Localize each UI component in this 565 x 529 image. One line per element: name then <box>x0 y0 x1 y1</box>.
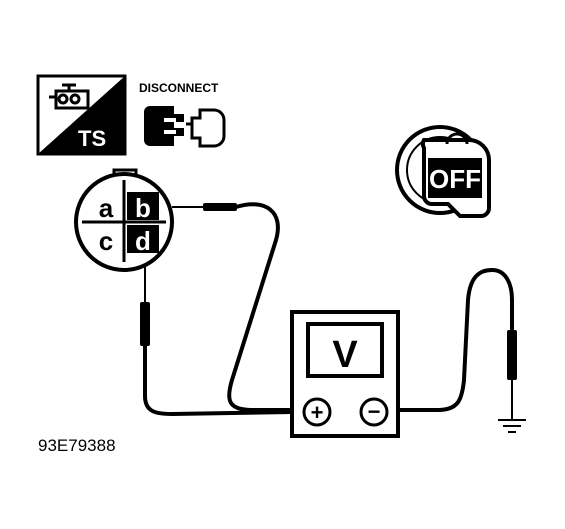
ts-badge: TS <box>36 74 127 156</box>
off-label: OFF <box>429 164 481 194</box>
wire-minus-to-ground <box>396 267 514 412</box>
meter-unit-label: V <box>332 334 358 376</box>
voltmeter: V + − <box>290 310 400 438</box>
ground-icon <box>498 419 526 433</box>
pin-b-highlight <box>127 192 159 220</box>
figure-id: 93E79388 <box>38 436 116 455</box>
disconnected-connector-icon <box>144 106 226 148</box>
pin-b-label: b <box>135 193 151 223</box>
probe-d <box>140 256 150 346</box>
pin-c-label: c <box>99 226 113 256</box>
minus-terminal-label: − <box>368 399 381 424</box>
ts-badge-label: TS <box>78 126 106 151</box>
plus-terminal <box>302 397 332 427</box>
pin-a-label: a <box>99 193 114 223</box>
connector: a b c d <box>74 168 174 272</box>
pin-d-label: d <box>135 226 151 256</box>
meter-display <box>306 322 384 378</box>
wires <box>143 202 514 417</box>
off-label-box <box>428 158 482 198</box>
probe-ground <box>507 330 517 420</box>
engine-icon <box>49 83 90 110</box>
minus-terminal <box>359 397 389 427</box>
plus-terminal-label: + <box>311 400 324 425</box>
wire-pin-b-to-plus <box>227 202 294 412</box>
ignition-off: OFF <box>395 125 491 218</box>
disconnect-indicator: DISCONNECT <box>139 81 226 148</box>
pin-d-highlight <box>127 225 159 253</box>
wire-pin-d-to-plus <box>143 343 294 417</box>
disconnect-label: DISCONNECT <box>139 81 219 95</box>
probe-b <box>172 203 237 211</box>
